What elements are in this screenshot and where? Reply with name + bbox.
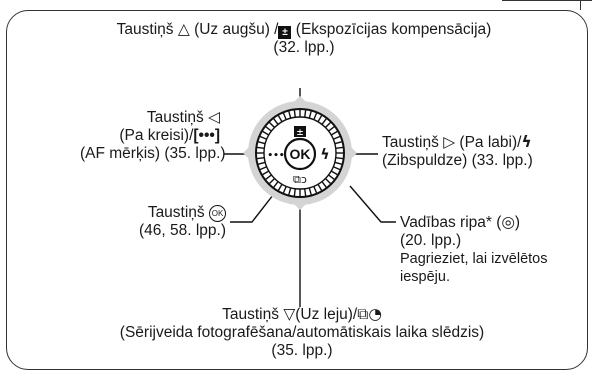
knurl-mark <box>313 112 318 121</box>
knurl-mark <box>332 135 341 140</box>
left-button-callout: Taustiņš ◁ (Pa kreisi)/[•••] (AF mērķis)… <box>80 108 226 163</box>
frame-top-line <box>502 0 592 1</box>
dial-label-end: ) <box>514 214 521 231</box>
knurl-mark <box>328 174 336 181</box>
right-label: Taustiņš <box>382 134 439 151</box>
exposure-icon <box>294 126 306 137</box>
knurl-mark <box>256 157 265 160</box>
knurl-mark <box>335 157 344 160</box>
up-label: Taustiņš <box>116 21 174 38</box>
knurl-mark <box>304 188 307 197</box>
dial-label: Vadības ripa* ( <box>400 214 502 231</box>
dial-knurl-marks <box>256 109 344 197</box>
down-label: Taustiņš <box>222 306 279 323</box>
knurl-mark <box>334 161 343 166</box>
up-button-callout: Taustiņš △ (Uz augšu) /± (Ekspozīcijas k… <box>70 20 538 57</box>
flash-icon: ϟ <box>320 147 329 163</box>
knurl-mark <box>264 174 272 181</box>
down-direction: (Uz leju)/ <box>295 306 358 323</box>
up-arrow-icon: △ <box>177 20 190 38</box>
ok-page-ref: (46, 58. lpp.) <box>138 222 226 239</box>
left-description: (AF mērķis) (35. lpp.) <box>80 145 226 162</box>
knurl-mark <box>293 109 296 118</box>
up-page-ref: (32. lpp.) <box>273 39 335 56</box>
down-page-ref: (35. lpp.) <box>271 342 333 359</box>
knurl-mark <box>268 121 276 129</box>
knurl-mark <box>287 187 292 196</box>
ok-button-label: OK <box>290 146 311 162</box>
control-dial-callout: Vadības ripa* (◎) (20. lpp.) Pagrieziet,… <box>400 213 590 286</box>
knurl-mark <box>261 170 270 176</box>
af-target-symbol: [•••] <box>193 127 220 144</box>
knurl-mark <box>264 125 272 132</box>
knurl-mark <box>330 170 339 176</box>
knurl-mark <box>328 125 336 132</box>
knurl-mark <box>277 183 283 192</box>
knurl-mark <box>257 161 266 166</box>
knurl-mark <box>313 185 318 194</box>
knurl-mark <box>304 109 307 118</box>
left-direction: (Pa kreisi)/ <box>119 127 194 144</box>
up-description: (Ekspozīcijas kompensācija) <box>295 21 492 38</box>
right-button-callout: Taustiņš ▷ (Pa labi)/ϟ (Zibspuldze) (33.… <box>382 133 592 170</box>
knurl-mark <box>282 185 287 194</box>
dial-note-line2: iespēju. <box>400 269 450 285</box>
knurl-mark <box>287 110 292 119</box>
knurl-mark <box>317 114 323 123</box>
knurl-mark <box>330 130 339 136</box>
dial-note-line1: Pagrieziet, lai izvēlētos <box>400 251 548 267</box>
knurl-mark <box>321 181 328 189</box>
left-label: Taustiņš <box>146 109 204 126</box>
down-description: (Sērijveida fotografēšana/automātiskais … <box>119 324 485 341</box>
drive-timer-icon: ⧉ↄ <box>293 173 307 186</box>
exposure-icon-glyph: ± <box>296 128 304 138</box>
left-arrow-icon: ◁ <box>208 108 220 126</box>
ok-button-callout: Taustiņš OK (46, 58. lpp.) <box>98 204 226 240</box>
knurl-mark <box>317 183 323 192</box>
knurl-mark <box>268 177 276 185</box>
knurl-mark <box>256 146 265 149</box>
diagram-frame <box>6 10 588 370</box>
up-direction: (Uz augšu) / <box>194 21 279 38</box>
knurl-mark <box>282 112 287 121</box>
knurl-mark <box>324 121 332 129</box>
frame-tick <box>580 0 581 10</box>
dial-page-ref: (20. lpp.) <box>400 232 462 249</box>
af-target-icon: ••• <box>267 151 284 161</box>
dial-icon: ◎ <box>501 213 515 231</box>
self-timer-icon: ◔ <box>368 305 382 323</box>
knurl-mark <box>259 135 268 140</box>
knurl-mark <box>272 117 279 125</box>
knurl-mark <box>334 140 343 145</box>
knurl-mark <box>272 181 279 189</box>
knurl-mark <box>335 146 344 149</box>
ok-button[interactable] <box>283 137 317 171</box>
right-description: (Zibspuldze) (33. lpp.) <box>382 152 533 169</box>
down-button-callout: Taustiņš ▽(Uz leju)/⧉◔ (Sērijveida fotog… <box>40 305 564 360</box>
knurl-mark <box>257 140 266 145</box>
sequential-shooting-icon: ⧉ <box>357 305 369 323</box>
exposure-comp-icon: ± <box>278 26 292 39</box>
ok-symbol: OK <box>209 205 226 222</box>
knurl-mark <box>259 166 268 171</box>
leader-line-dial <box>349 185 396 223</box>
knurl-mark <box>308 187 313 196</box>
right-direction: (Pa labi)/ <box>459 134 522 151</box>
knurl-mark <box>261 130 270 136</box>
flash-symbol: ϟ <box>521 133 532 151</box>
knurl-mark <box>308 110 313 119</box>
knurl-mark <box>321 117 328 125</box>
knurl-mark <box>293 188 296 197</box>
knurl-mark <box>324 177 332 185</box>
down-arrow-icon: ▽ <box>283 305 296 323</box>
knurl-mark <box>332 166 341 171</box>
ok-label: Taustiņš <box>147 204 205 221</box>
right-arrow-icon: ▷ <box>443 133 456 151</box>
knurl-mark <box>277 114 283 123</box>
